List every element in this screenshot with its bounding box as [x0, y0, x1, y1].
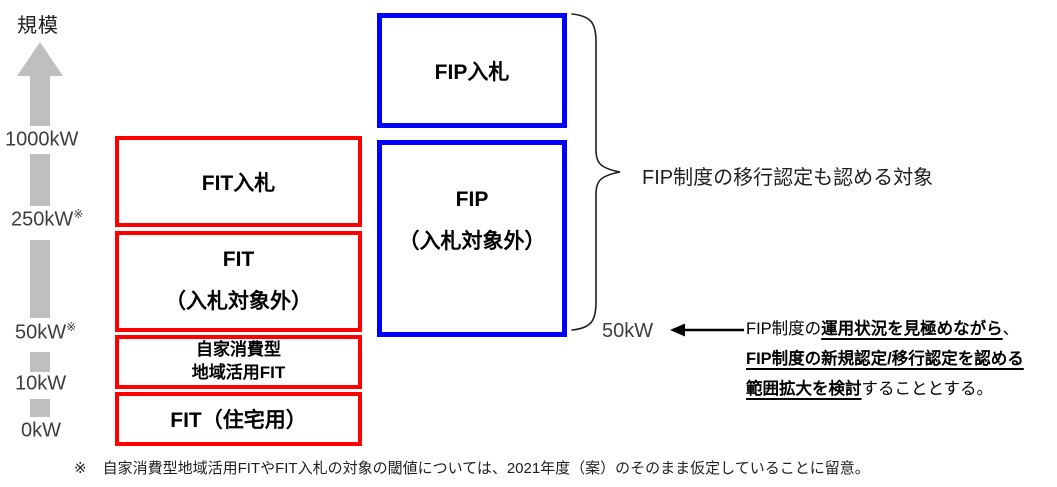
annotation-line-2: FIP制度の新規認定/移行認定を認める: [746, 350, 1024, 368]
fit-non-auction-label-line1: FIT: [222, 248, 255, 271]
annotation-line-1: FIP制度の運用状況を見極めながら、: [746, 320, 1020, 338]
fit-non-auction-box: FIT （入札対象外）: [115, 231, 362, 332]
brace-icon: [571, 13, 621, 331]
fip-non-auction-box: FIP （入札対象外）: [377, 140, 567, 337]
axis-arrow-shaft: [30, 240, 50, 318]
axis-tick-250kw: 250kW※: [11, 207, 84, 231]
brace-label: FIP制度の移行認定も認める対象: [642, 167, 934, 189]
fip-non-auction-label-line2: （入札対象外）: [398, 230, 546, 253]
threshold-50kw-label: 50kW: [602, 320, 654, 342]
axis-tick-50kw: 50kW※: [15, 320, 77, 344]
axis-arrow-shaft: [30, 352, 50, 372]
axis-arrow-shaft: [30, 154, 50, 206]
fit-residential-box: FIT（住宅用）: [115, 392, 362, 446]
axis-title: 規模: [17, 15, 59, 37]
fit-non-auction-label-line2: （入札対象外）: [165, 290, 312, 313]
axis-arrow-shaft: [30, 399, 50, 417]
footnote-text: 自家消費型地域活用FITやFIT入札の対象の閾値については、2021年度（案）の…: [102, 460, 870, 477]
fit-auction-box: FIT入札: [115, 136, 362, 227]
fip-non-auction-label-line1: FIP: [455, 188, 489, 211]
fit-residential-label: FIT（住宅用）: [170, 409, 307, 432]
footnote-symbol: ※: [74, 460, 87, 477]
footnote: ※ 自家消費型地域活用FITやFIT入札の対象の閾値については、2021年度（案）…: [74, 457, 870, 478]
fip-auction-label: FIP入札: [434, 60, 510, 84]
annotation-line-3: 範囲拡大を検討することとする。: [746, 380, 994, 398]
axis-tick-0kw: 0kW: [21, 419, 61, 442]
fit-auction-label: FIT入札: [201, 171, 276, 195]
left-arrow-icon: [670, 323, 744, 337]
axis-arrow-up-icon: [17, 42, 63, 76]
fit-self-consumption-label-line1: 自家消費型: [196, 340, 281, 360]
fit-self-consumption-box: 自家消費型 地域活用FIT: [115, 335, 362, 389]
axis-tick-1000kw: 1000kW: [5, 128, 79, 151]
fip-auction-box: FIP入札: [377, 13, 567, 128]
annotation-text: FIP制度の運用状況を見極めながら、 FIP制度の新規認定/移行認定を認める 範…: [746, 314, 1024, 404]
axis-tick-10kw: 10kW: [15, 372, 67, 395]
fit-self-consumption-label-line2: 地域活用FIT: [191, 363, 286, 382]
axis-arrow-shaft: [30, 76, 50, 126]
